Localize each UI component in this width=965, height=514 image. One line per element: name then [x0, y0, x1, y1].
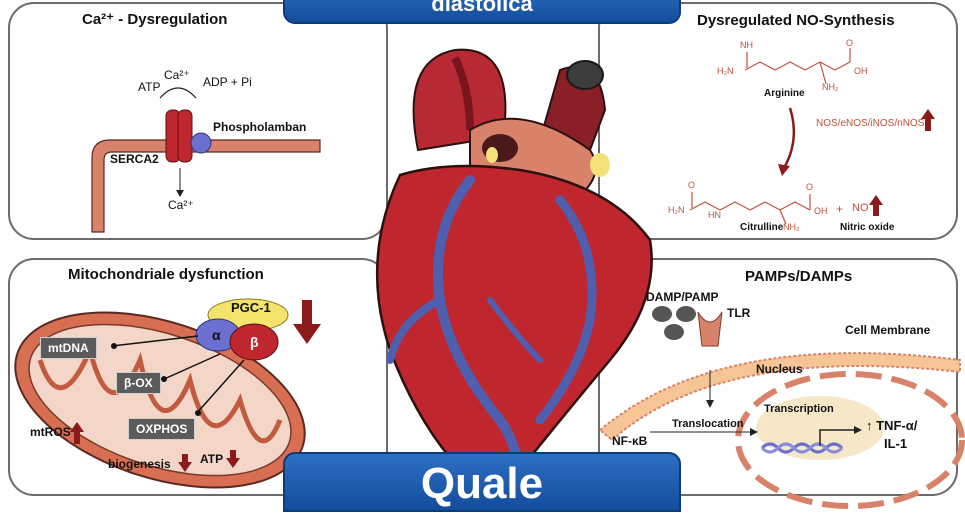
banner-top-text: diastolica	[431, 0, 532, 16]
heart-illustration	[0, 0, 965, 497]
banner-bottom: Quale	[283, 452, 681, 512]
banner-bottom-text: Quale	[421, 459, 543, 508]
banner-top: diastolica	[283, 0, 681, 24]
